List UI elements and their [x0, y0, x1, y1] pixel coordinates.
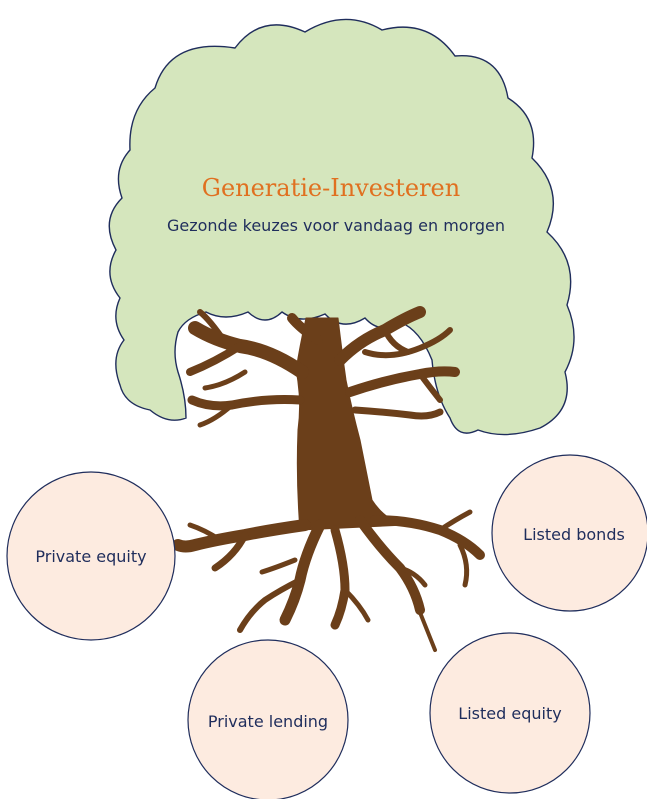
tree-trunk — [172, 306, 485, 652]
private-equity-circle — [6, 471, 176, 641]
listed-equity-circle — [429, 632, 591, 794]
listed-equity-label: Listed equity — [458, 704, 561, 723]
listed-bonds-circle — [491, 454, 647, 612]
diagram-subtitle: Gezonde keuzes voor vandaag en morgen — [167, 216, 505, 235]
private-lending-label: Private lending — [208, 712, 328, 731]
private-equity-label: Private equity — [35, 547, 146, 566]
private-lending-circle — [187, 639, 349, 799]
diagram-title: Generatie-Investeren — [202, 174, 460, 202]
listed-bonds-label: Listed bonds — [523, 525, 625, 544]
